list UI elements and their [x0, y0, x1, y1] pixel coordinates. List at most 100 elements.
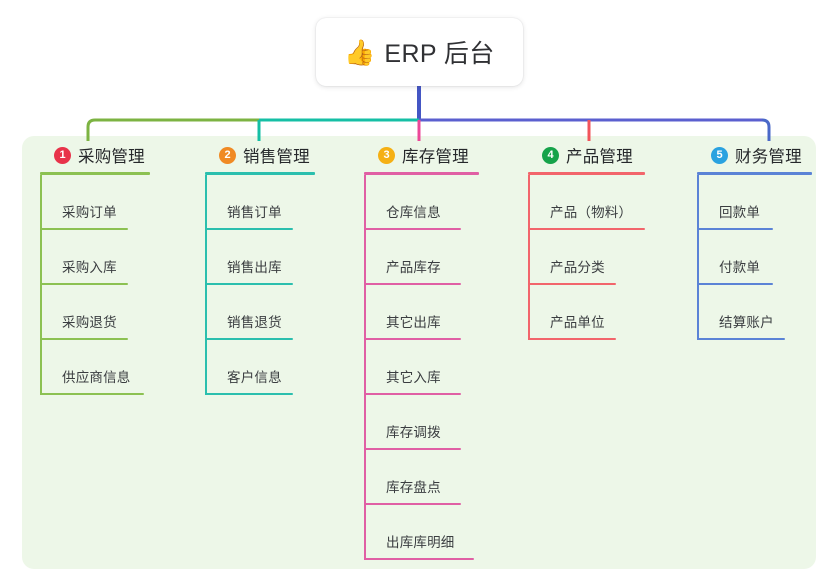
leaf-label: 回款单: [719, 205, 761, 220]
leaf-label: 销售订单: [227, 205, 282, 220]
leaf-rule: [40, 228, 128, 230]
leaf-label: 库存调拨: [386, 425, 441, 440]
column-5: 5 财务管理回款单付款单结算账户: [697, 142, 827, 340]
column-badge-1: 1: [54, 146, 71, 164]
leaf-item[interactable]: 产品（物料）: [528, 175, 683, 230]
leaf-rule: [205, 228, 293, 230]
leaf-label: 其它出库: [386, 315, 441, 330]
leaf-item[interactable]: 销售订单: [205, 175, 355, 230]
column-underline-1: [40, 172, 150, 175]
leaf-item[interactable]: 库存调拨: [364, 395, 519, 450]
column-4: 4 产品管理产品（物料） 产品分类产品单位: [528, 142, 683, 340]
leaf-item[interactable]: 付款单: [697, 230, 827, 285]
leaf-item[interactable]: 采购退货: [40, 285, 190, 340]
leaf-rule: [697, 228, 773, 230]
leaf-rule: [364, 503, 461, 505]
leaf-label: 供应商信息: [62, 370, 131, 385]
column-header-4[interactable]: 4 产品管理: [528, 142, 683, 168]
leaf-label: 产品分类: [550, 260, 605, 275]
column-2: 2 销售管理销售订单销售出库销售退货客户信息: [205, 142, 355, 395]
leaf-rule: [205, 283, 293, 285]
column-1: 1 采购管理采购订单采购入库采购退货供应商信息: [40, 142, 190, 395]
leaf-label: 仓库信息: [386, 205, 441, 220]
leaf-item[interactable]: 销售出库: [205, 230, 355, 285]
leaf-label: 结算账户: [719, 315, 774, 330]
column-underline-3: [364, 172, 479, 175]
column-header-1[interactable]: 1 采购管理: [40, 142, 190, 168]
leaf-item[interactable]: 采购订单: [40, 175, 190, 230]
column-stem-4: [528, 175, 530, 340]
column-title-2: 销售管理: [243, 148, 310, 166]
leaf-item[interactable]: 其它出库: [364, 285, 519, 340]
column-title-1: 采购管理: [78, 148, 145, 166]
leaf-item[interactable]: 销售退货: [205, 285, 355, 340]
column-badge-5: 5: [711, 146, 728, 164]
leaf-rule: [697, 338, 785, 340]
leaf-item[interactable]: 产品分类: [528, 230, 683, 285]
leaf-rule: [205, 338, 293, 340]
leaf-rule: [528, 338, 616, 340]
leaf-rule: [364, 558, 474, 560]
column-stem-1: [40, 175, 42, 395]
leaf-item[interactable]: 采购入库: [40, 230, 190, 285]
column-body-1: 采购订单采购入库采购退货供应商信息: [40, 175, 190, 395]
column-header-2[interactable]: 2 销售管理: [205, 142, 355, 168]
leaf-label: 产品库存: [386, 260, 441, 275]
column-title-4: 产品管理: [566, 148, 633, 166]
column-body-5: 回款单付款单结算账户: [697, 175, 827, 340]
leaf-label: 付款单: [719, 260, 761, 275]
leaf-rule: [364, 228, 461, 230]
leaf-rule: [528, 228, 645, 230]
leaf-label: 产品单位: [550, 315, 605, 330]
leaf-rule: [364, 448, 461, 450]
leaf-label: 其它入库: [386, 370, 441, 385]
root-title: ERP 后台: [384, 40, 495, 68]
leaf-label: 产品（物料）: [550, 205, 633, 220]
root-node[interactable]: 👍 ERP 后台: [316, 18, 523, 86]
leaf-item[interactable]: 结算账户: [697, 285, 827, 340]
column-underline-4: [528, 172, 645, 175]
leaf-label: 销售出库: [227, 260, 282, 275]
column-title-5: 财务管理: [735, 148, 802, 166]
column-stem-2: [205, 175, 207, 395]
leaf-label: 客户信息: [227, 370, 282, 385]
leaf-rule: [40, 393, 144, 395]
leaf-item[interactable]: 出库库明细: [364, 505, 519, 560]
column-badge-2: 2: [219, 146, 236, 164]
column-header-5[interactable]: 5 财务管理: [697, 142, 827, 168]
leaf-rule: [364, 283, 461, 285]
leaf-rule: [364, 338, 461, 340]
leaf-rule: [40, 283, 128, 285]
leaf-rule: [528, 283, 616, 285]
leaf-item[interactable]: 产品单位: [528, 285, 683, 340]
leaf-item[interactable]: 其它入库: [364, 340, 519, 395]
column-body-4: 产品（物料） 产品分类产品单位: [528, 175, 683, 340]
column-title-3: 库存管理: [402, 148, 469, 166]
leaf-label: 采购入库: [62, 260, 117, 275]
leaf-item[interactable]: 客户信息: [205, 340, 355, 395]
leaf-rule: [364, 393, 461, 395]
column-badge-4: 4: [542, 146, 559, 164]
leaf-item[interactable]: 库存盘点: [364, 450, 519, 505]
leaf-item[interactable]: 回款单: [697, 175, 827, 230]
leaf-label: 库存盘点: [386, 480, 441, 495]
column-underline-2: [205, 172, 315, 175]
thumbs-up-icon: 👍: [344, 38, 376, 67]
leaf-rule: [697, 283, 773, 285]
column-stem-3: [364, 175, 366, 560]
column-underline-5: [697, 172, 812, 175]
leaf-label: 采购订单: [62, 205, 117, 220]
leaf-label: 采购退货: [62, 315, 117, 330]
column-body-2: 销售订单销售出库销售退货客户信息: [205, 175, 355, 395]
diagram-panel: [22, 136, 816, 569]
leaf-label: 出库库明细: [386, 535, 455, 550]
leaf-rule: [205, 393, 293, 395]
leaf-item[interactable]: 仓库信息: [364, 175, 519, 230]
column-body-3: 仓库信息产品库存其它出库其它入库库存调拨库存盘点出库库明细: [364, 175, 519, 560]
leaf-label: 销售退货: [227, 315, 282, 330]
leaf-item[interactable]: 供应商信息: [40, 340, 190, 395]
column-stem-5: [697, 175, 699, 340]
leaf-item[interactable]: 产品库存: [364, 230, 519, 285]
